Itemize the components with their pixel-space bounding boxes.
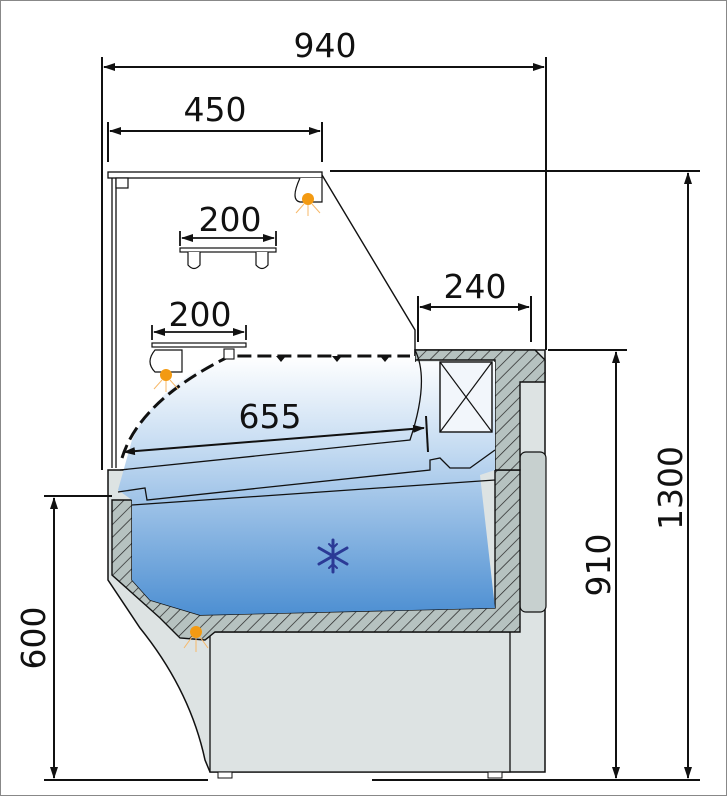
shelf-markers [276,356,390,362]
dimension-600 [44,495,208,781]
dim-label-655: 655 [239,397,302,436]
dimension-200-lower [151,325,247,340]
dimension-240 [417,296,532,342]
dimension-200-upper [179,231,277,246]
dim-label-600: 600 [14,607,53,670]
dim-label-450: 450 [184,90,247,129]
light-shelf-icon [153,369,179,392]
upper-shelf [179,247,277,270]
dimension-940 [101,57,547,470]
dim-label-910: 910 [579,534,618,597]
dim-label-200-upper: 200 [199,200,262,239]
dimension-910 [548,349,627,779]
snowflake-icon [317,538,349,574]
evaporator-box [439,361,493,433]
dimension-450 [107,122,323,162]
light-base-icon [183,626,209,652]
dim-label-240: 240 [444,267,507,306]
lower-shelf [149,342,247,373]
light-top-icon [295,193,321,216]
dimension-655 [123,415,429,456]
dim-label-940: 940 [294,26,357,65]
dim-label-1300: 1300 [651,446,690,530]
cold-display-zone [118,356,495,615]
dim-label-200-lower: 200 [169,295,232,334]
glass-structure [107,171,416,468]
dimension-1300 [330,170,700,781]
